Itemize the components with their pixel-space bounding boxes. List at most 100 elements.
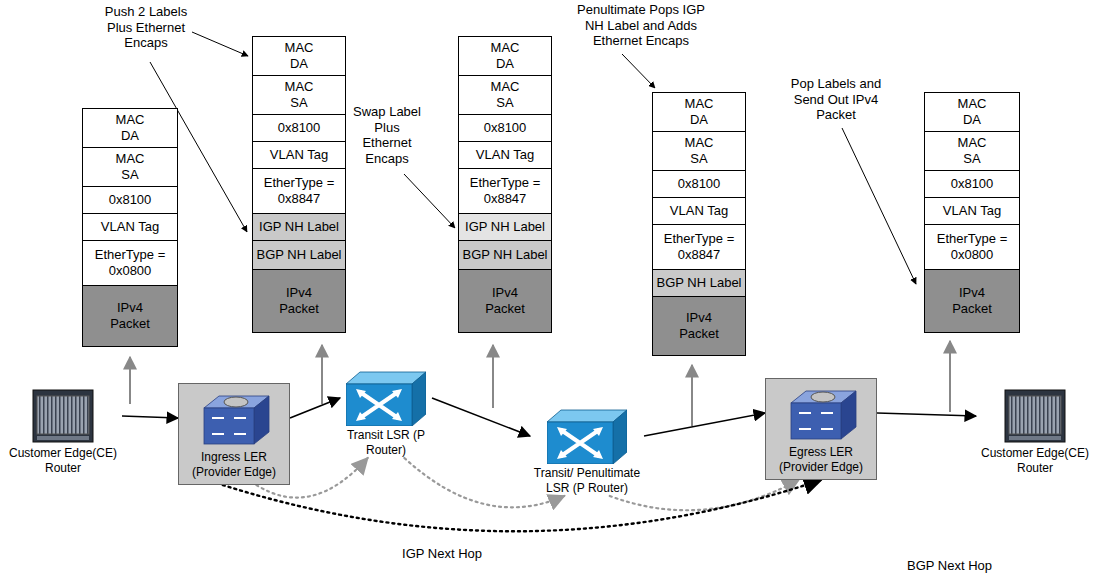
field-text: IPv4 Packet [480,285,530,316]
next-hop-arrow [223,480,821,531]
header-field: 0x8100 [82,186,178,214]
egress-ler: Egress LER (Provider Edge) [765,378,877,480]
field-text: VLAN Tag [101,219,159,235]
field-text: VLAN Tag [943,203,1001,219]
device-icon [346,370,426,426]
field-text: VLAN Tag [270,147,328,163]
header-field: MAC DA [652,92,746,132]
callout-note: Swap Label Plus Ethernet Encaps [350,104,424,166]
header-field: EtherType = 0x0800 [924,224,1020,270]
link-arrow [432,398,530,436]
label-field: BGP NH Label [458,240,552,270]
header-field: 0x8100 [252,114,346,142]
header-field: EtherType = 0x8847 [252,168,346,214]
field-text: MAC SA [678,135,720,166]
callout-note: Penultimate Pops IGP NH Label and Adds E… [566,2,716,49]
ingress-ler: Ingress LER (Provider Edge) [178,383,290,485]
header-field: MAC DA [252,36,346,76]
field-text: MAC DA [278,40,320,71]
field-text: MAC SA [951,135,993,166]
device-icon [1003,388,1067,444]
field-text: MAC DA [109,112,151,143]
header-field: MAC SA [924,131,1020,171]
header-field: VLAN Tag [252,141,346,169]
header-field: MAC DA [458,36,552,76]
field-text: 0x8100 [678,176,721,192]
label-field: IGP NH Label [458,213,552,241]
field-text: BGP NH Label [256,247,341,263]
header-field: MAC SA [652,131,746,171]
payload-field: IPv4 Packet [924,269,1020,333]
device-label: Egress LER (Provider Edge) [768,445,874,475]
payload-field: IPv4 Packet [458,269,552,333]
header-field: EtherType = 0x8847 [652,224,746,270]
header-field: EtherType = 0x0800 [82,240,178,286]
field-text: IPv4 Packet [674,310,724,341]
field-text: IPv4 Packet [947,285,997,316]
link-arrow [877,413,976,416]
field-text: IGP NH Label [259,219,339,235]
field-text: IPv4 Packet [105,300,155,331]
link-arrow [122,416,178,418]
callout-note: Pop Labels and Send Out IPv4 Packet [784,76,888,123]
field-text: EtherType = 0x0800 [83,247,177,278]
device-icon [31,388,95,444]
payload-field: IPv4 Packet [252,269,346,333]
transit-lsr: Transit LSR (P Router) [340,370,432,458]
header-field: MAC DA [82,108,178,148]
field-text: MAC SA [109,151,151,182]
field-text: MAC DA [678,96,720,127]
header-field: 0x8100 [458,114,552,142]
device-icon [547,408,627,464]
device-label: Customer Edge(CE) Router [4,446,122,476]
edge-label: BGP Next Hop [905,558,994,574]
field-text: EtherType = 0x8847 [653,231,745,262]
field-text: EtherType = 0x8847 [253,175,345,206]
field-text: BGP NH Label [656,275,741,291]
field-text: IGP NH Label [465,219,545,235]
field-text: MAC SA [278,79,320,110]
device-label: Ingress LER (Provider Edge) [181,450,287,480]
field-text: MAC DA [951,96,993,127]
header-field: MAC SA [458,75,552,115]
path-label: IGP Next Hop [392,546,492,562]
header-field: MAC SA [252,75,346,115]
link-arrow [290,398,340,418]
field-text: 0x8100 [484,120,527,136]
header-field: VLAN Tag [82,213,178,241]
field-text: MAC DA [484,40,526,71]
callout-note: Push 2 Labels Plus Ethernet Encaps [98,4,194,51]
field-text: MAC SA [484,79,526,110]
device-label: Transit/ Penultimate LSR (P Router) [530,466,644,496]
header-field: MAC DA [924,92,1020,132]
field-text: VLAN Tag [476,147,534,163]
device-label: Transit LSR (P Router) [340,428,432,458]
header-field: VLAN Tag [458,141,552,169]
field-text: EtherType = 0x8847 [459,175,551,206]
payload-field: IPv4 Packet [652,296,746,356]
next-hop-arrow [610,480,799,510]
header-field: MAC SA [82,147,178,187]
device-label: Customer Edge(CE) Router [976,446,1094,476]
payload-field: IPv4 Packet [82,285,178,347]
header-field: 0x8100 [652,170,746,198]
header-field: EtherType = 0x8847 [458,168,552,214]
field-text: IPv4 Packet [274,285,324,316]
header-field: VLAN Tag [652,197,746,225]
device-icon [194,388,274,448]
field-text: 0x8100 [109,192,152,208]
ce-router: Customer Edge(CE) Router [4,388,122,476]
device-icon [781,383,861,443]
field-text: EtherType = 0x0800 [925,231,1019,262]
ce-router: Customer Edge(CE) Router [976,388,1094,476]
link-arrow [644,413,765,436]
label-field: BGP NH Label [652,269,746,297]
field-text: BGP NH Label [462,247,547,263]
header-field: VLAN Tag [924,197,1020,225]
field-text: 0x8100 [951,176,994,192]
penultimate-lsr: Transit/ Penultimate LSR (P Router) [530,408,644,496]
field-text: VLAN Tag [670,203,728,219]
label-field: BGP NH Label [252,240,346,270]
next-hop-arrow [404,458,564,507]
